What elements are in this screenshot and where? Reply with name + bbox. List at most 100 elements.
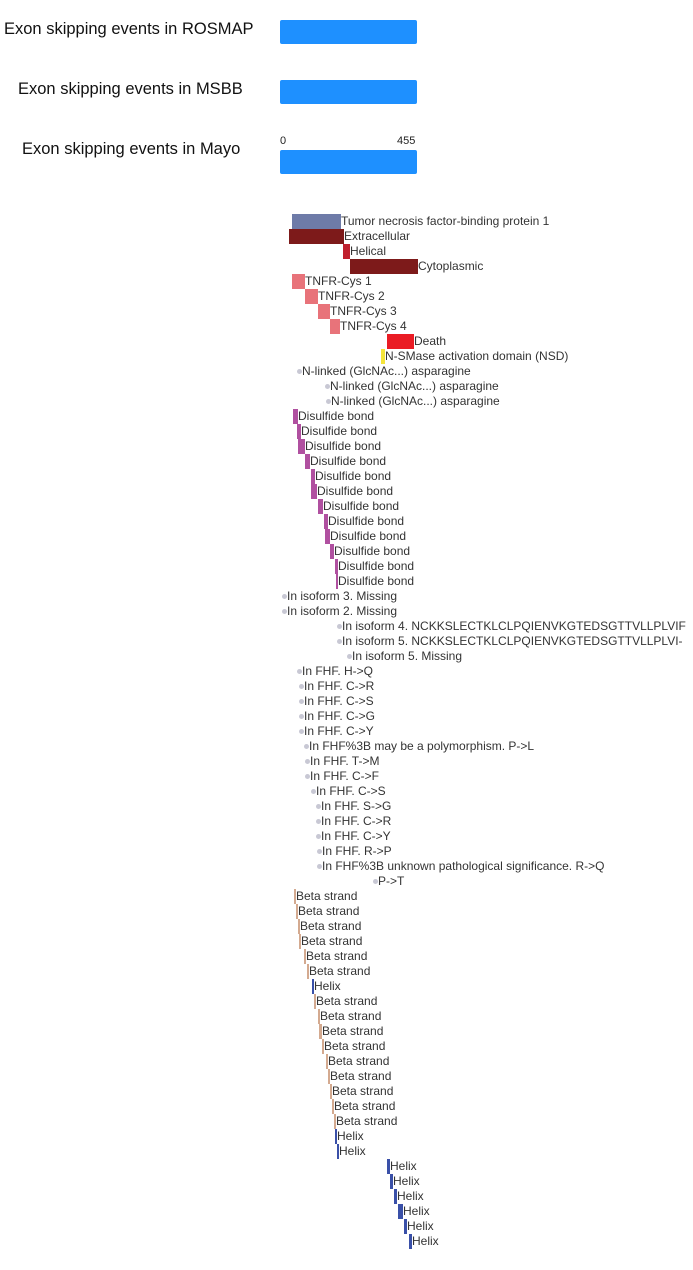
feature-bar[interactable] [298, 439, 305, 454]
feature-bar[interactable] [319, 1024, 322, 1039]
feature-bar[interactable] [394, 1189, 397, 1204]
feature-bar[interactable] [404, 1219, 407, 1234]
feature-label: In FHF. S->G [321, 799, 392, 813]
feature-dot-icon[interactable] [316, 819, 321, 824]
track-bar-rosmap[interactable] [280, 20, 417, 44]
feature-label: In FHF. H->Q [302, 664, 374, 678]
feature-bar[interactable] [318, 304, 330, 319]
feature-label: N-SMase activation domain (NSD) [385, 349, 569, 363]
feature-bar[interactable] [381, 349, 385, 364]
feature-bar[interactable] [314, 994, 316, 1009]
feature-bar[interactable] [390, 1174, 393, 1189]
feature-bar[interactable] [292, 214, 341, 229]
feature-dot-icon[interactable] [373, 879, 378, 884]
feature-bar[interactable] [332, 1099, 334, 1114]
feature-bar[interactable] [324, 514, 328, 529]
feature-dot-icon[interactable] [297, 369, 302, 374]
feature-bar[interactable] [398, 1204, 403, 1219]
feature-label: Beta strand [336, 1114, 398, 1128]
feature-bar[interactable] [350, 259, 418, 274]
feature-bar[interactable] [336, 574, 338, 589]
feature-bar[interactable] [409, 1234, 412, 1249]
feature-bar[interactable] [311, 484, 317, 499]
feature-label: Beta strand [324, 1039, 386, 1053]
feature-bar[interactable] [325, 529, 330, 544]
feature-label: Beta strand [301, 934, 363, 948]
feature-bar[interactable] [330, 544, 334, 559]
feature-bar[interactable] [293, 409, 298, 424]
feature-bar[interactable] [292, 274, 305, 289]
track-label-msbb: Exon skipping events in MSBB [18, 80, 243, 98]
feature-label: In FHF. C->Y [304, 724, 374, 738]
feature-dot-icon[interactable] [325, 384, 330, 389]
feature-bar[interactable] [334, 1114, 336, 1129]
feature-bar[interactable] [304, 949, 306, 964]
feature-bar[interactable] [322, 1039, 324, 1054]
feature-dot-icon[interactable] [311, 789, 316, 794]
feature-dot-icon[interactable] [282, 594, 287, 599]
feature-bar[interactable] [337, 1144, 339, 1159]
feature-bar[interactable] [330, 319, 340, 334]
feature-bar[interactable] [318, 499, 323, 514]
feature-bar[interactable] [305, 454, 310, 469]
feature-label: Helix [393, 1174, 420, 1188]
feature-label: Beta strand [309, 964, 371, 978]
feature-dot-icon[interactable] [326, 399, 331, 404]
feature-label: Disulfide bond [310, 454, 387, 468]
feature-bar[interactable] [326, 1054, 328, 1069]
feature-bar[interactable] [330, 1084, 332, 1099]
feature-bar[interactable] [299, 934, 301, 949]
feature-label: Tumor necrosis factor-binding protein 1 [341, 214, 550, 228]
feature-dot-icon[interactable] [305, 759, 310, 764]
feature-label: Disulfide bond [330, 529, 407, 543]
feature-label: Helix [403, 1204, 430, 1218]
feature-dot-icon[interactable] [297, 669, 302, 674]
feature-label: In isoform 3. Missing [287, 589, 398, 603]
feature-label: Beta strand [320, 1009, 382, 1023]
feature-bar[interactable] [289, 229, 344, 244]
feature-label: In FHF%3B may be a polymorphism. P->L [309, 739, 535, 753]
feature-dot-icon[interactable] [316, 834, 321, 839]
feature-bar[interactable] [335, 559, 338, 574]
feature-bar[interactable] [387, 334, 414, 349]
feature-bar[interactable] [298, 919, 300, 934]
feature-dot-icon[interactable] [299, 729, 304, 734]
feature-label: TNFR-Cys 4 [340, 319, 407, 333]
feature-bar[interactable] [335, 1129, 337, 1144]
feature-bar[interactable] [318, 1009, 320, 1024]
feature-dot-icon[interactable] [317, 849, 322, 854]
feature-dot-icon[interactable] [304, 744, 309, 749]
feature-label: In FHF. C->S [316, 784, 386, 798]
feature-label: Beta strand [316, 994, 378, 1008]
feature-label: In FHF. C->Y [321, 829, 391, 843]
feature-dot-icon[interactable] [316, 804, 321, 809]
feature-dot-icon[interactable] [299, 684, 304, 689]
feature-bar[interactable] [294, 889, 296, 904]
feature-bar[interactable] [297, 424, 301, 439]
feature-label: TNFR-Cys 3 [330, 304, 397, 318]
feature-bar[interactable] [343, 244, 350, 259]
track-bar-msbb[interactable] [280, 80, 417, 104]
feature-dot-icon[interactable] [299, 699, 304, 704]
feature-label: Disulfide bond [328, 514, 405, 528]
feature-bar[interactable] [305, 289, 318, 304]
feature-label: Disulfide bond [317, 484, 394, 498]
feature-bar[interactable] [312, 979, 314, 994]
feature-dot-icon[interactable] [299, 714, 304, 719]
feature-label: Helix [407, 1219, 434, 1233]
track-label-mayo: Exon skipping events in Mayo [22, 140, 241, 158]
feature-bar[interactable] [328, 1069, 330, 1084]
feature-dot-icon[interactable] [337, 639, 342, 644]
feature-label: Helical [350, 244, 387, 258]
feature-bar[interactable] [387, 1159, 390, 1174]
feature-bar[interactable] [296, 904, 298, 919]
feature-dot-icon[interactable] [282, 609, 287, 614]
feature-label: Helix [397, 1189, 424, 1203]
feature-dot-icon[interactable] [347, 654, 352, 659]
feature-bar[interactable] [307, 964, 309, 979]
feature-bar[interactable] [311, 469, 315, 484]
feature-dot-icon[interactable] [317, 864, 322, 869]
feature-dot-icon[interactable] [305, 774, 310, 779]
track-bar-mayo[interactable] [280, 150, 417, 174]
feature-dot-icon[interactable] [337, 624, 342, 629]
